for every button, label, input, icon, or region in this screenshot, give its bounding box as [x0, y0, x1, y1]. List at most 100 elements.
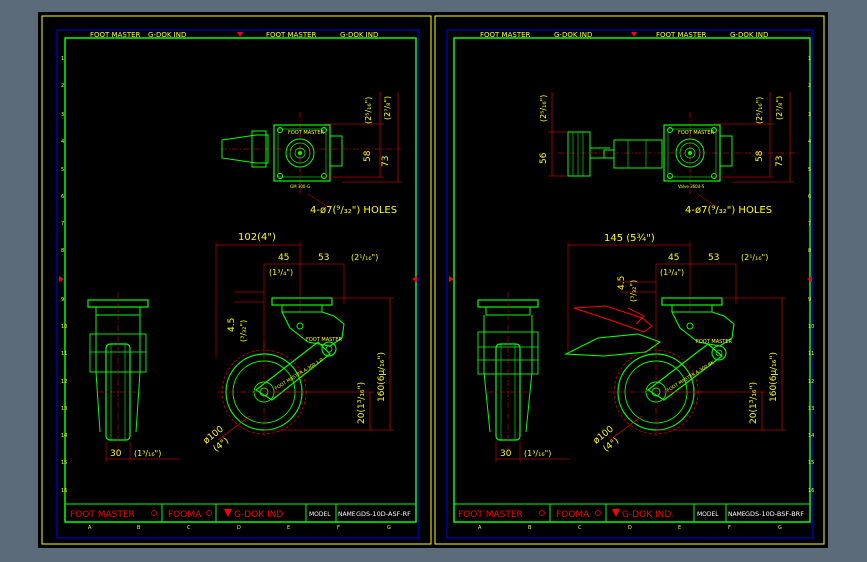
swivel-race: [285, 138, 315, 168]
leader-line: [307, 193, 331, 209]
row-number: 3: [61, 112, 64, 118]
fork-legs: [483, 315, 533, 433]
swivel-race: [679, 142, 701, 164]
kingpin: [294, 147, 306, 159]
dim-offset-2: (2⁷/₈"): [383, 96, 392, 120]
brake-housing: [613, 139, 663, 169]
right-center-marker: [807, 276, 812, 282]
dim-30-in: (1³/₁₆"): [134, 449, 161, 458]
dim-53: 53: [708, 253, 719, 263]
left-center-marker: [59, 276, 64, 282]
leader-line: [217, 415, 251, 441]
bolt-hole: [667, 173, 673, 179]
brake-lever-detail: [627, 307, 645, 325]
col-letter: B: [137, 525, 141, 531]
col-letter: G: [778, 525, 782, 531]
inner-frame: [56, 29, 420, 539]
dim-offset-in: (³/₃₂"): [629, 280, 638, 302]
bolt-hole: [667, 127, 673, 133]
brake-lever-raised: [573, 305, 653, 333]
side-view: 145 (5¾") 45 (1³/₄") 53 (2¹/₁₆") 4.5 (³/…: [563, 233, 786, 454]
row-number: 15: [808, 460, 814, 466]
dim-offset-2: (2⁷/₈"): [775, 96, 784, 120]
row-number: 1: [808, 56, 811, 62]
brake-pedal: [567, 131, 591, 177]
tb-model-label: MODEL: [697, 511, 719, 518]
cad-viewport[interactable]: FOOT MASTER G-DOK IND FOOT MASTER G-DOK …: [38, 12, 828, 548]
sheet-left-outer-border: [41, 15, 432, 545]
spring-pivot-inner: [325, 345, 333, 353]
side-bracket: [329, 135, 343, 167]
brake-housing: [221, 134, 269, 164]
leader-line: [609, 415, 643, 441]
header-brand-2: G-DOK IND: [148, 31, 186, 39]
dim-53: 53: [318, 253, 329, 263]
row-number: 7: [808, 221, 811, 227]
row-number: 6: [61, 194, 64, 200]
tb-gdok: G-DOK IND.: [622, 510, 674, 520]
row-number: 11: [808, 351, 814, 357]
tb-fooma: FOOMA: [556, 510, 590, 520]
row-number: 1: [61, 56, 64, 62]
header-brand-3: FOOT MASTER: [266, 31, 317, 39]
dim-30: 30: [110, 449, 122, 459]
kingpin-center: [298, 151, 302, 155]
brake-lever: [563, 333, 662, 357]
spring-pivot-inner: [715, 349, 723, 357]
col-letter: D: [628, 525, 632, 531]
registered-icon: [206, 510, 212, 516]
row-number: 10: [808, 324, 814, 330]
col-letter: E: [678, 525, 681, 531]
inner-frame: [446, 29, 814, 539]
dim-height: 160(6µ/₁₆"): [377, 352, 387, 402]
arm-label: FOOT MASTER A-300 1.0: [274, 357, 324, 392]
front-view: 30 (1³/₁₆"): [477, 292, 570, 462]
row-number: 4: [61, 139, 64, 145]
title-block: FOOT MASTER FOOMA G-DOK IND. MODEL NAME …: [453, 503, 811, 523]
tb-foot-master: FOOT MASTER: [458, 510, 523, 520]
row-number: 13: [808, 406, 814, 412]
gdok-logo-icon: [612, 509, 620, 517]
spring-pivot: [711, 345, 727, 361]
sheet-right-outer-border: [434, 15, 825, 545]
tb-name-label: NAME: [338, 511, 356, 518]
dim-53-in: (2¹/₁₆"): [351, 253, 378, 262]
row-number: 2: [61, 83, 64, 89]
swing-arm: [254, 341, 331, 401]
header-brand-1: FOOT MASTER: [480, 31, 531, 39]
arm-label: FOOT MASTER A-300 BK: [666, 359, 716, 394]
row-number: 13: [61, 406, 67, 412]
left-center-marker: [449, 276, 454, 282]
dim-30-in: (1³/₁₆"): [524, 449, 551, 458]
tb-foot-master: FOOT MASTER: [70, 510, 135, 520]
dim-offset-1: (2⁵/₁₆"): [364, 97, 373, 124]
col-letter: E: [287, 525, 290, 531]
row-number: 16: [61, 488, 67, 494]
row-number: 12: [808, 379, 814, 385]
tb-model-label: MODEL: [309, 511, 331, 518]
holes-note: 4-ø7(⁹/₃₂") HOLES: [685, 205, 772, 216]
suspension-housing: [281, 311, 345, 347]
mounting-plate-side: [271, 297, 333, 306]
registered-icon: [539, 510, 545, 516]
bolt-hole: [277, 173, 283, 179]
top-view: FOOT MASTER GM 300-G 58 73 (2⁵/₁₆") (2⁷/…: [221, 92, 402, 216]
row-number: 10: [61, 324, 67, 330]
right-center-marker: [412, 276, 417, 282]
registered-icon: [151, 510, 157, 516]
col-letter: C: [187, 525, 191, 531]
drawing-canvas[interactable]: FOOT MASTER G-DOK IND FOOT MASTER G-DOK …: [38, 12, 828, 548]
mounting-plate-side: [661, 297, 723, 306]
suspension-housing: [671, 311, 735, 347]
bolt-hole: [321, 127, 327, 133]
gdok-logo-icon: [224, 509, 232, 517]
tb-name-label: NAME: [728, 511, 746, 518]
kingpin-center: [688, 151, 692, 155]
dim-offset: 4.5: [227, 318, 237, 332]
dim-45: 45: [668, 253, 679, 263]
dim-56: 56: [539, 152, 549, 164]
plate-label-bottom: Valve 3604-S: [678, 184, 705, 189]
dim-height: 160(6µ/₁₆"): [769, 352, 779, 402]
title-block-frame: [453, 503, 811, 523]
header-brand-3: FOOT MASTER: [656, 31, 707, 39]
